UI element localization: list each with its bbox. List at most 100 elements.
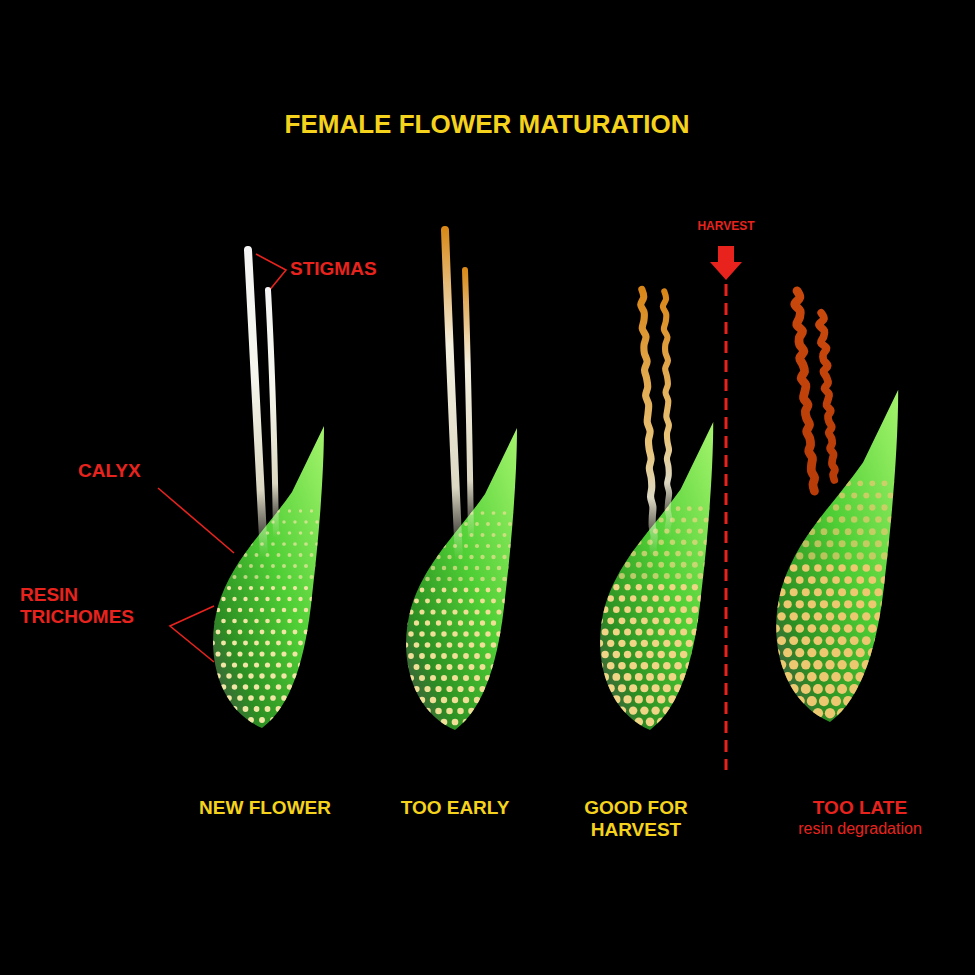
trichome [293, 586, 297, 590]
trichome [911, 588, 919, 596]
trichome [669, 651, 676, 658]
trichome [255, 531, 259, 535]
trichome [524, 664, 530, 670]
trichome [447, 642, 453, 648]
trichome [535, 533, 539, 537]
trichome [603, 517, 608, 522]
trichome [850, 564, 857, 571]
trichome [663, 640, 670, 647]
trichome [530, 522, 534, 526]
trichome [881, 504, 887, 510]
trichome [303, 673, 308, 678]
trichome [574, 551, 580, 557]
trichome [753, 636, 762, 645]
trichome [663, 706, 671, 714]
trichome [282, 564, 286, 568]
trichome [623, 695, 631, 703]
trichome [675, 573, 681, 579]
trichome [182, 651, 187, 656]
trichome [337, 630, 342, 635]
trichome [916, 648, 925, 657]
trichome [512, 686, 518, 692]
trichome [802, 540, 809, 547]
trichome [336, 673, 341, 678]
stigma [663, 291, 669, 536]
trichome [831, 672, 841, 682]
trichome [651, 706, 659, 714]
trichome [210, 706, 216, 712]
trichome [535, 555, 539, 559]
trichome [413, 708, 420, 715]
trichome [862, 636, 871, 645]
trichome [271, 542, 275, 546]
trichome [777, 636, 786, 645]
trichome [392, 642, 398, 648]
calyx-leader [158, 488, 234, 553]
trichome [869, 504, 875, 510]
trichome [502, 555, 506, 559]
trichome [513, 555, 517, 559]
trichome [298, 662, 303, 667]
trichome [304, 564, 308, 568]
trichome [210, 619, 215, 624]
trichome [508, 588, 513, 593]
trichome [741, 588, 749, 596]
trichome [420, 544, 424, 548]
trichome [827, 540, 834, 547]
trichome [243, 641, 248, 646]
trichome [652, 617, 659, 624]
trichome [343, 553, 347, 557]
trichome [314, 651, 319, 656]
trichome [720, 528, 725, 533]
trichome [608, 506, 613, 511]
trichome [753, 588, 761, 596]
trichome [524, 555, 528, 559]
trichome [254, 619, 259, 624]
trichome [777, 660, 786, 669]
trichome [874, 588, 882, 596]
trichome [807, 696, 817, 706]
trichome [629, 706, 637, 714]
trichome [869, 528, 876, 535]
trichome [409, 588, 414, 593]
trichome [314, 695, 320, 701]
stage-label: TOO EARLY [375, 797, 535, 819]
trichome [397, 631, 402, 636]
trichome [397, 675, 403, 681]
trichome [430, 719, 437, 726]
trichome [642, 551, 648, 557]
trichome [238, 564, 242, 568]
trichome [398, 566, 403, 571]
trichome [899, 540, 906, 547]
trichome [248, 695, 254, 701]
trichome [381, 577, 386, 582]
trichome [820, 576, 828, 584]
trichome [851, 516, 858, 523]
trichome [862, 612, 870, 620]
trichome [282, 608, 287, 613]
trichome [873, 708, 883, 718]
trichome [326, 608, 331, 613]
trichome [869, 480, 875, 486]
trichome [304, 608, 309, 613]
trichome [414, 620, 419, 625]
trichome [658, 606, 665, 613]
trichome [778, 540, 785, 547]
trichome [293, 520, 296, 523]
trichome [414, 577, 419, 582]
trichome [652, 640, 659, 647]
trichome [868, 648, 877, 657]
stigma [795, 291, 815, 491]
trichome [885, 708, 895, 718]
trichome [475, 522, 479, 526]
trichome [430, 631, 435, 636]
trichome [863, 540, 870, 547]
trichome [205, 608, 210, 613]
trichome [474, 653, 480, 659]
trichome [529, 675, 535, 681]
trichome [188, 575, 192, 579]
trichome [663, 617, 670, 624]
trichome [905, 576, 913, 584]
trichome [480, 577, 485, 582]
trichome [194, 520, 197, 523]
